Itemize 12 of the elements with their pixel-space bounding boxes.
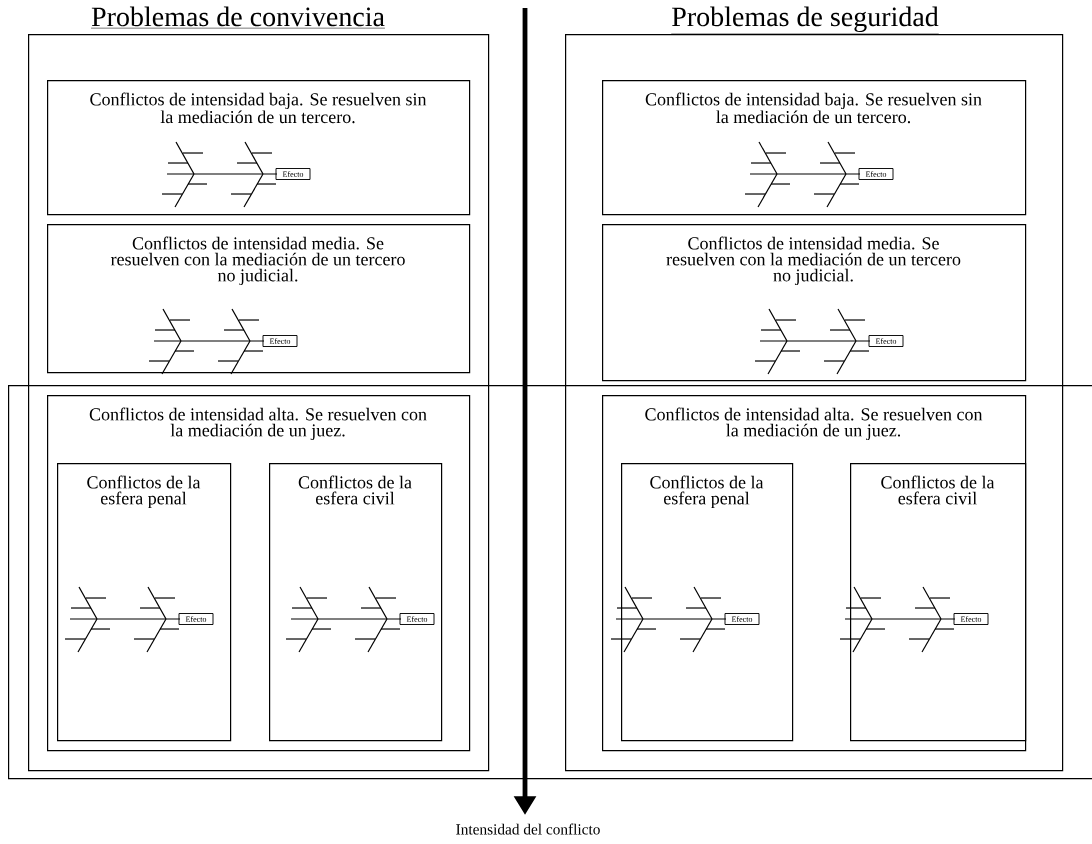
effect-box: Efecto xyxy=(178,613,214,625)
effect-box: Efecto xyxy=(399,613,435,625)
effect-box: Efecto xyxy=(724,613,760,625)
panel-heading: Problemas de convivencia xyxy=(90,6,386,29)
effect-box: Efecto xyxy=(262,335,298,347)
effect-box: Efecto xyxy=(275,168,311,180)
effect-box: Efecto xyxy=(868,335,904,347)
effect-box: Efecto xyxy=(858,168,894,180)
panel-heading: Problemas de seguridad xyxy=(671,6,939,35)
effect-box: Efecto xyxy=(953,613,989,625)
axis-label: Intensidad del conflicto xyxy=(456,823,600,835)
band-frame xyxy=(8,385,1092,780)
